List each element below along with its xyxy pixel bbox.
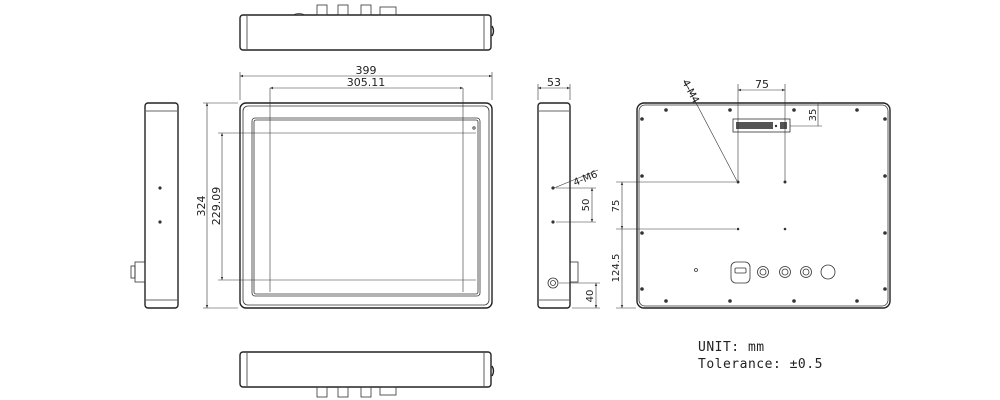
dim-side-hole-pitch: 50: [581, 199, 592, 212]
unit-note: UNIT: mm: [698, 340, 765, 355]
left-side-view: [130, 102, 179, 309]
dim-depth: 53: [547, 76, 561, 89]
label-side-thread: 4-M6: [572, 169, 599, 189]
dim-height-overall: 324: [195, 196, 208, 217]
dim-rear-hole-pitch-v: 75: [611, 200, 622, 213]
tolerance-note: Tolerance: ±0.5: [698, 357, 823, 372]
front-view: 399 305.11 324 229.09: [195, 64, 493, 309]
dim-side-bottom-offset: 40: [585, 290, 596, 303]
dim-width-active: 305.11: [347, 76, 386, 89]
dim-rear-hole-pitch-h: 75: [755, 78, 769, 91]
dim-rear-label-offset: 35: [808, 109, 819, 122]
label-rear-thread: 4-M4: [679, 78, 700, 105]
dim-height-active: 229.09: [210, 187, 223, 226]
rear-view: 75 35 4-M4 75 124.5: [611, 78, 891, 309]
dim-rear-bottom-offset: 124.5: [611, 254, 622, 283]
top-view: [239, 4, 495, 51]
dim-width-overall: 399: [356, 64, 377, 77]
bottom-view: [239, 351, 495, 398]
right-side-view: 53 4-M6 50 40: [537, 76, 600, 309]
